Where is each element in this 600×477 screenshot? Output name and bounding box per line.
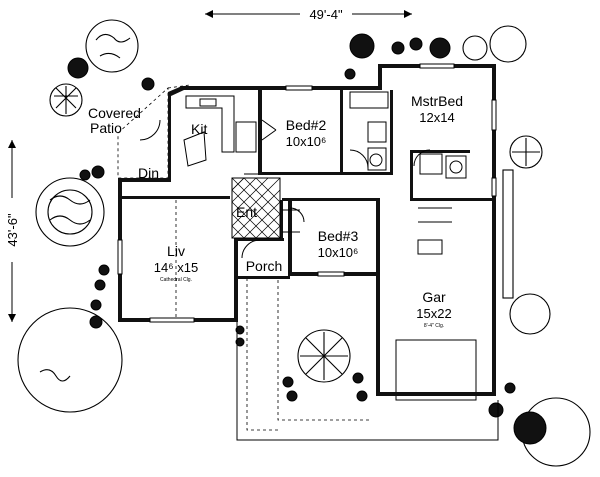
- bed2-label: Bed#2: [286, 117, 327, 133]
- covered-patio-label-line1: Covered: [88, 105, 141, 121]
- kitchen-label: Kit: [191, 121, 207, 137]
- garage-label: Gar: [422, 289, 446, 305]
- depth-dimension-label: 43'-6": [5, 213, 20, 247]
- entry-label: Ent: [236, 204, 257, 220]
- porch-label: Porch: [246, 258, 283, 274]
- entry-tile: [231, 177, 281, 239]
- width-dimension-label: 49'-4": [309, 7, 343, 22]
- master-bed-label: MstrBed: [411, 93, 463, 109]
- living-note: Cathedral Clg.: [160, 277, 192, 283]
- living-size: 14⁶ x15: [154, 260, 198, 275]
- bed2-size: 10x10⁶: [286, 134, 327, 149]
- garage-size: 15x22: [416, 306, 451, 321]
- dining-label: Din: [138, 165, 159, 181]
- bed3-size: 10x10⁶: [318, 245, 359, 260]
- garage-note: 8'-4" Clg.: [424, 323, 444, 329]
- master-bed-size: 12x14: [419, 110, 454, 125]
- landscaping-right: [282, 25, 591, 467]
- depth-dimension: 43'-6": [5, 140, 20, 322]
- landscaping-left: [17, 19, 245, 413]
- interior-walls: [118, 90, 496, 279]
- width-dimension: 49'-4": [205, 7, 412, 22]
- walkway: [236, 278, 499, 441]
- living-label: Liv: [167, 243, 185, 259]
- room-labels: Covered Patio Kit Din Liv 14⁶ x15 Cathed…: [88, 93, 463, 329]
- bed3-label: Bed#3: [318, 228, 359, 244]
- fixtures: [117, 63, 497, 323]
- covered-patio-label-line2: Patio: [90, 120, 122, 136]
